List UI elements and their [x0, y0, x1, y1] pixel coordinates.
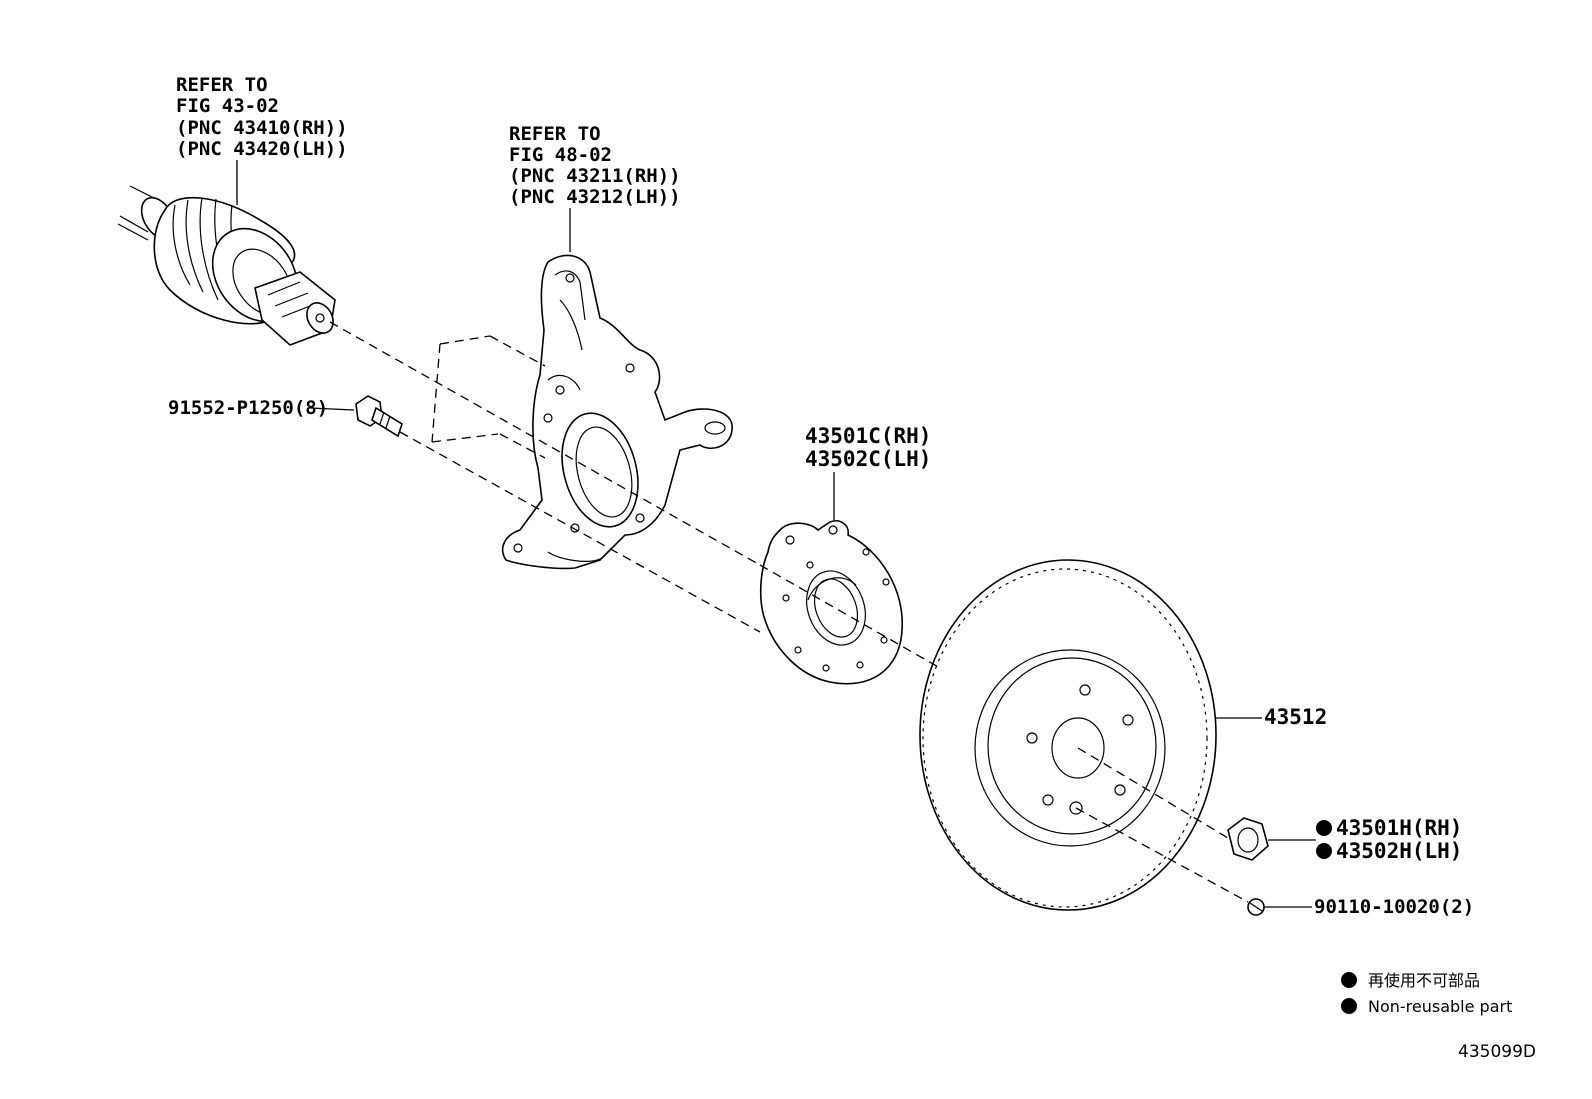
legend-japanese: 再使用不可部品: [1368, 971, 1480, 990]
non-reusable-mark-icon: [1316, 820, 1332, 836]
drive-shaft: [117, 185, 336, 346]
knuckle-refer: REFER TO: [509, 123, 601, 145]
disc-rotor: [919, 559, 1217, 911]
legend-english: Non-reusable part: [1368, 997, 1512, 1016]
knuckle-fig: FIG 48-02: [509, 144, 612, 166]
legend-bullet-icon: [1341, 972, 1357, 988]
screw-part: [1247, 898, 1265, 916]
legend: 再使用不可部品 Non-reusable part: [1341, 971, 1512, 1016]
knuckle-pnc-rh: (PNC 43211(RH)): [509, 165, 681, 187]
disc-part-number: 43512: [1264, 705, 1327, 729]
driveshaft-pnc-lh: (PNC 43420(LH)): [176, 138, 348, 160]
knuckle-pnc-lh: (PNC 43212(LH)): [509, 186, 681, 208]
driveshaft-callout: REFER TO FIG 43-02 (PNC 43410(RH)) (PNC …: [176, 74, 348, 205]
screw-part-number: 90110-10020(2): [1314, 896, 1474, 918]
nut-callout: 43501H(RH) 43502H(LH): [1268, 816, 1462, 863]
non-reusable-mark-icon: [1316, 843, 1332, 859]
nut-part-lh: 43502H(LH): [1336, 839, 1462, 863]
bolt-part: [355, 395, 403, 438]
figure-code: 435099D: [1458, 1042, 1536, 1062]
disc-callout: 43512: [1216, 705, 1327, 729]
steering-knuckle: [501, 254, 733, 570]
hub-part-lh: 43502C(LH): [805, 447, 931, 471]
driveshaft-pnc-rh: (PNC 43410(RH)): [176, 117, 348, 139]
nut-part-rh: 43501H(RH): [1336, 816, 1462, 840]
knuckle-callout: REFER TO FIG 48-02 (PNC 43211(RH)) (PNC …: [509, 123, 681, 252]
bolt-callout: 91552-P1250(8): [168, 397, 355, 419]
hub-nut: [1227, 817, 1269, 861]
legend-bullet-icon: [1341, 998, 1357, 1014]
assembly-lines: [329, 321, 1249, 903]
driveshaft-refer: REFER TO: [176, 74, 268, 96]
hub-part-rh: 43501C(RH): [805, 424, 931, 448]
bolt-part-number: 91552-P1250(8): [168, 397, 328, 419]
screw-callout: 90110-10020(2): [1264, 896, 1474, 918]
driveshaft-fig: FIG 43-02: [176, 95, 279, 117]
hub-callout: 43501C(RH) 43502C(LH): [805, 424, 931, 520]
axle-hub: [759, 520, 903, 685]
